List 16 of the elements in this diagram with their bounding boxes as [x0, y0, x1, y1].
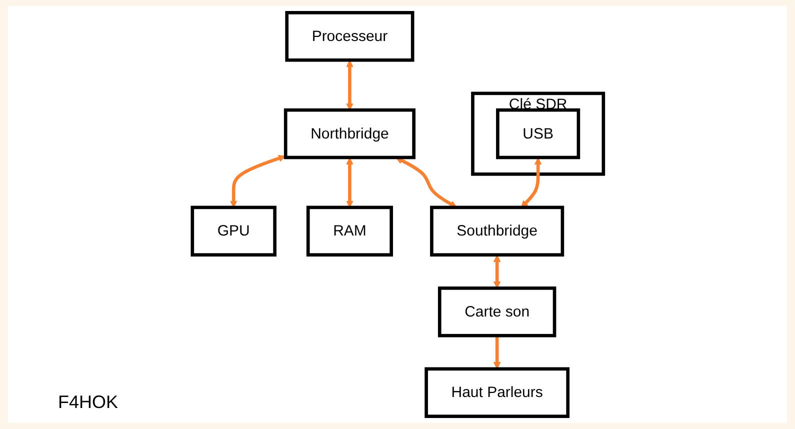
arrow — [520, 157, 542, 208]
author-note: F4HOK — [58, 392, 118, 413]
node-box: Processeur — [284, 11, 414, 62]
arrow — [493, 336, 500, 370]
node-box: Southbridge — [430, 206, 564, 257]
node-box: RAM — [306, 206, 393, 257]
arrow — [346, 157, 353, 208]
node-box: Carte son — [438, 286, 556, 338]
node-box: GPU — [190, 206, 276, 257]
arrow — [493, 254, 500, 288]
node-box: Northbridge — [284, 108, 416, 160]
arrow — [346, 60, 353, 110]
node-box: Haut Parleurs — [424, 367, 570, 418]
node-box: USB — [496, 108, 580, 160]
arrow — [395, 157, 457, 208]
arrow — [230, 154, 286, 208]
